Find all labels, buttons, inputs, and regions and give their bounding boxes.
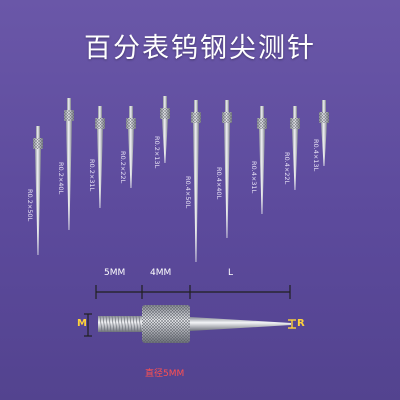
probe-4 [126,106,136,188]
probe-thread [322,100,326,112]
diameter-note: 直径5MM [145,369,185,379]
probe-needle [321,123,327,166]
probe-thread [260,106,264,118]
m-label: M [77,318,87,329]
diagram-knurl-texture [142,305,190,343]
probe-needle [193,123,199,262]
probe-thread [36,126,40,138]
probe-knurl-texture [191,112,201,123]
probe-label: R0.2×13L [153,135,161,168]
probe-5 [160,96,170,163]
probe-needle [259,129,265,214]
probe-10 [319,100,329,166]
probe-label: R0.2×50L [26,189,34,222]
probe-needle [128,129,134,188]
probe-knurl-texture [319,112,329,123]
probe-9 [290,106,300,190]
probe-thread [225,100,229,112]
probe-label: R0.4×40L [215,166,223,199]
probe-knurl-texture [160,108,170,119]
probe-knurl-texture [64,110,74,121]
probe-thread [194,100,198,112]
dim-knurl-label: 4MM [150,268,172,278]
probe-label: R0.2×40L [57,162,65,195]
page-title: 百分表钨钢尖测针 [84,33,316,64]
dim-thread-label: 5MM [104,268,126,278]
probe-label: R0.4×22L [283,152,291,185]
probe-8 [257,106,267,214]
r-label: R [297,318,305,329]
probe-thread [293,106,297,118]
probe-7 [222,100,232,238]
probe-2 [64,98,74,230]
probe-needle [292,129,298,190]
probe-label: R0.4×50L [184,175,192,209]
probe-needle [97,129,103,208]
probe-knurl-texture [222,112,232,123]
diagram-needle [190,317,291,331]
probe-label: R0.2×22L [119,151,127,184]
probe-label: R0.4×31L [250,161,258,194]
dimension-diagram [84,285,296,343]
probe-label: R0.4×13L [312,139,320,172]
probe-thread [67,98,71,110]
probe-1 [33,126,43,255]
probe-knurl-texture [257,118,267,129]
probe-knurl-texture [33,138,43,149]
probe-needle [66,121,72,230]
probe-thread [98,106,102,118]
probe-knurl-texture [126,118,136,129]
probe-thread [163,96,167,108]
probe-thread [129,106,133,118]
probe-3 [95,106,105,208]
probe-needle [35,149,41,255]
dim-tip-label: L [228,268,234,278]
probe-knurl-texture [290,118,300,129]
diagram-thread [98,316,142,332]
probe-6 [191,100,201,262]
probe-needle [162,119,168,163]
probe-label: R0.2×31L [88,159,96,192]
probe-needle [224,123,230,238]
probe-knurl-texture [95,118,105,129]
